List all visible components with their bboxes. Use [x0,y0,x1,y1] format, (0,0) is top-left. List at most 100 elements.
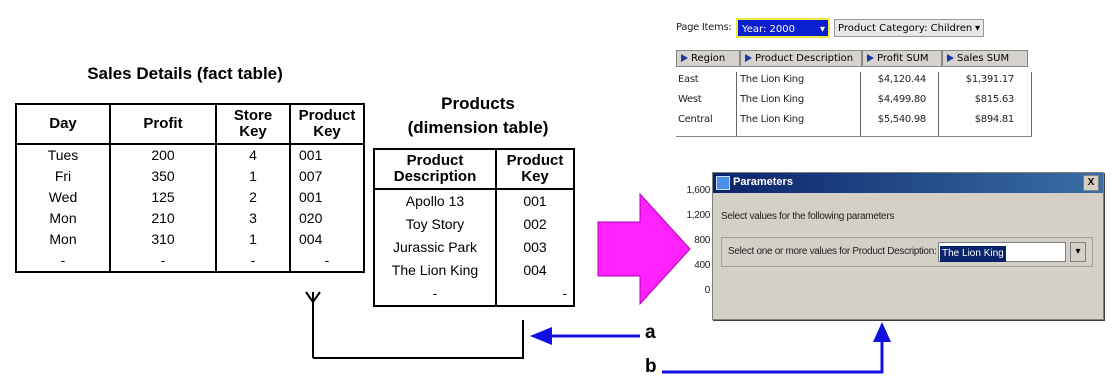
arrow-b-icon [662,322,891,374]
table-cell: 1 [215,166,291,187]
table-cell: - [289,250,365,272]
table-cell: Toy Story [373,213,497,236]
table-cell: Apollo 13 [373,189,497,213]
sales-header-product-key: Product Key [289,103,365,145]
play-icon [947,54,954,62]
side-value: 1,600 [686,185,710,196]
dialog-instruction: Select values for the following paramete… [721,211,895,222]
table-row: East The Lion King $4,120.44 $1,391.17 [676,74,1032,92]
table-cell: Central [678,114,713,125]
table-cell: Tues [15,144,111,166]
table-row: The Lion King 004 [373,259,575,282]
parameter-value-input[interactable]: The Lion King [938,242,1066,262]
products-header-key: Product Key [495,148,575,190]
column-header-product-description[interactable]: Product Description [740,50,862,67]
products-dimension-table: Product Description Product Key Apollo 1… [373,148,575,307]
sales-header-profit: Profit [109,103,217,145]
parameter-dropdown-button[interactable]: ▾ [1070,242,1086,262]
table-cell: 001 [495,189,575,213]
dialog-titlebar: Parameters X [713,173,1103,193]
side-value: 400 [694,260,710,271]
label-b: b [645,356,657,377]
table-cell: Mon [15,229,111,250]
report-grid: East The Lion King $4,120.44 $1,391.17 W… [676,72,1032,137]
table-cell: 001 [289,187,365,208]
parameters-dialog: Parameters X Select values for the follo… [712,172,1104,320]
table-row: Central The Lion King $5,540.98 $894.81 [676,114,1032,132]
label-a: a [645,322,656,343]
category-filter-value: Product Category: Children [838,23,973,34]
table-row: Fri 350 1 007 [15,166,365,187]
category-filter-dropdown[interactable]: Product Category: Children ▾ [834,19,984,37]
table-cell: 210 [109,208,217,229]
table-row: Apollo 13 001 [373,189,575,213]
report-window: Page Items: Year: 2000 ▾ Product Categor… [676,14,1056,164]
column-label: Product Description [755,53,854,64]
sales-header-store-key: Store Key [215,103,291,145]
year-filter-dropdown[interactable]: Year: 2000 ▾ [736,18,830,38]
table-cell: $815.63 [974,94,1015,105]
table-cell: 125 [109,187,217,208]
table-cell: - [215,250,291,272]
close-button[interactable]: X [1083,175,1099,191]
table-cell: - [15,250,111,272]
table-cell: 310 [109,229,217,250]
grid-divider [736,72,737,136]
play-icon [681,54,688,62]
side-value: 800 [694,235,710,246]
column-label: Profit SUM [877,53,929,64]
magenta-arrow-icon [597,192,691,306]
parameter-prompt: Select one or more values for Product De… [728,246,937,257]
parameter-row: Select one or more values for Product De… [721,237,1093,267]
table-cell: 200 [109,144,217,166]
products-title-line1: Products [441,94,515,113]
table-cell: 2 [215,187,291,208]
page-items-bar: Page Items: Year: 2000 ▾ Product Categor… [676,16,1056,38]
sales-fact-table: Day Profit Store Key Product Key Tues 20… [15,103,365,273]
report-column-headers: Region Product Description Profit SUM Sa… [676,50,1036,68]
dialog-content: Select values for the following paramete… [721,201,1095,313]
column-header-sales-sum[interactable]: Sales SUM [942,50,1028,67]
sales-table-title: Sales Details (fact table) [87,64,283,83]
grid-divider [1031,72,1032,136]
table-cell: 3 [215,208,291,229]
play-icon [867,54,874,62]
column-header-region[interactable]: Region [676,50,740,67]
table-cell: Jurassic Park [373,236,497,259]
table-cell: 1 [215,229,291,250]
play-icon [745,54,752,62]
table-cell: 004 [289,229,365,250]
chevron-down-icon: ▾ [819,24,825,35]
table-cell: 004 [495,259,575,282]
table-row: - - [373,282,575,306]
grid-divider [938,72,939,136]
table-cell: Mon [15,208,111,229]
table-cell: $4,120.44 [877,74,927,85]
sales-header-day: Day [15,103,111,145]
relationship-line [313,320,524,359]
table-cell: The Lion King [740,114,804,125]
table-cell: - [109,250,217,272]
dialog-title: Parameters [733,176,793,188]
table-cell: 007 [289,166,365,187]
table-cell: $894.81 [974,114,1015,125]
year-filter-value: Year: 2000 [742,24,795,35]
table-cell: The Lion King [740,74,804,85]
arrow-a-icon [530,327,640,345]
sales-header-row: Day Profit Store Key Product Key [15,103,365,145]
products-table-title: Products (dimension table) [378,92,578,140]
column-label: Region [691,53,726,64]
column-header-profit-sum[interactable]: Profit SUM [862,50,942,67]
table-cell: 002 [495,213,575,236]
table-row: - - - - [15,250,365,272]
table-cell: 350 [109,166,217,187]
crows-foot-icon [305,291,321,358]
table-row: West The Lion King $4,499.80 $815.63 [676,94,1032,112]
table-row: Mon 310 1 004 [15,229,365,250]
table-cell: - [373,282,497,306]
table-cell: $5,540.98 [877,114,927,125]
grid-divider [860,72,861,136]
table-cell: Wed [15,187,111,208]
table-cell: West [678,94,702,105]
